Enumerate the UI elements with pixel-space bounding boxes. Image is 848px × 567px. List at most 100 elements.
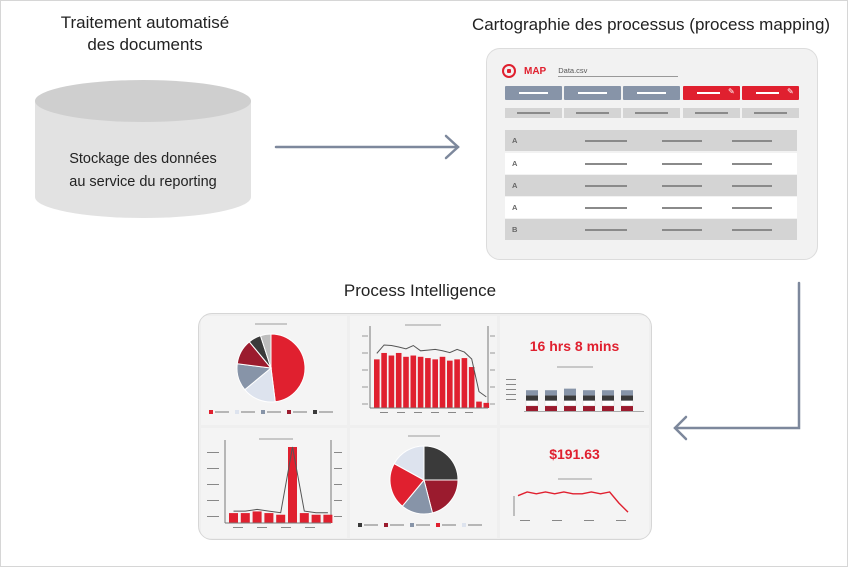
title-left-line2: des documents bbox=[87, 35, 203, 54]
stacked-bar-segment bbox=[525, 400, 539, 407]
pie-slice bbox=[423, 479, 459, 514]
panel-pie-2[interactable] bbox=[350, 428, 497, 538]
legend-swatch bbox=[287, 410, 291, 414]
legend-swatch bbox=[261, 410, 265, 414]
storage-caption: Stockage des données au service du repor… bbox=[35, 148, 251, 194]
panel-kpi-money[interactable]: $191.63 bbox=[500, 428, 649, 538]
line-chart bbox=[513, 478, 629, 521]
stacked-bar-segment bbox=[583, 395, 595, 401]
legend-line bbox=[215, 411, 229, 413]
arrow-right bbox=[274, 134, 460, 160]
legend-line bbox=[416, 524, 430, 526]
stacked-bar-segment bbox=[583, 390, 595, 396]
bar bbox=[461, 358, 468, 408]
y-tick-label bbox=[207, 484, 219, 485]
legend-swatch bbox=[436, 523, 440, 527]
map-upload-icon bbox=[502, 64, 516, 78]
y-tick-label bbox=[506, 399, 516, 400]
stacked-bar-segment bbox=[602, 395, 614, 401]
stacked-bar-segment bbox=[621, 405, 633, 411]
title-document-processing: Traitement automatisé des documents bbox=[30, 12, 260, 56]
y-tick-label bbox=[207, 468, 219, 469]
map-column-header[interactable] bbox=[564, 86, 621, 100]
bar bbox=[264, 513, 274, 523]
legend-swatch bbox=[209, 410, 213, 414]
panel-pie-1[interactable] bbox=[201, 316, 347, 425]
map-table-row[interactable]: A bbox=[505, 175, 797, 196]
x-tick-label bbox=[448, 412, 456, 413]
bar bbox=[447, 360, 453, 408]
map-table-row[interactable]: A bbox=[505, 130, 797, 151]
pie-chart-1 bbox=[209, 323, 333, 414]
map-subheader bbox=[683, 108, 740, 118]
bar bbox=[374, 359, 380, 408]
panel-bar-2[interactable] bbox=[201, 428, 347, 538]
x-tick-label bbox=[380, 412, 388, 413]
legend-swatch bbox=[358, 523, 362, 527]
stacked-bar-segment bbox=[582, 400, 596, 407]
y-tick-label bbox=[334, 516, 342, 517]
bar bbox=[417, 356, 424, 408]
stacked-bar-segment bbox=[545, 395, 557, 401]
x-tick-label bbox=[431, 412, 439, 413]
map-table-row[interactable]: A bbox=[505, 197, 797, 218]
stacked-bar-segment bbox=[526, 405, 538, 411]
title-process-intelligence: Process Intelligence bbox=[343, 281, 497, 300]
pie-slice bbox=[423, 445, 459, 481]
panel-bar-1[interactable] bbox=[350, 316, 497, 425]
chart-title-placeholder bbox=[405, 324, 441, 326]
stacked-bar-segment bbox=[583, 405, 595, 411]
x-tick-label bbox=[281, 527, 291, 528]
pie-slice bbox=[393, 445, 425, 481]
chart-title-placeholder bbox=[408, 435, 440, 437]
map-column-header-editable[interactable]: ✎ bbox=[683, 86, 740, 100]
legend-line bbox=[442, 524, 456, 526]
edit-pencil-icon[interactable]: ✎ bbox=[728, 87, 735, 96]
map-column-header[interactable] bbox=[505, 86, 562, 100]
pie-slice bbox=[259, 333, 272, 369]
map-table-row[interactable]: B bbox=[505, 219, 797, 240]
bar bbox=[483, 402, 490, 408]
map-file-field[interactable]: Data.csv bbox=[558, 66, 679, 77]
panel-kpi-time[interactable]: 16 hrs 8 mins bbox=[500, 316, 649, 425]
row-label: A bbox=[512, 159, 518, 168]
bar bbox=[476, 401, 482, 408]
legend-swatch bbox=[410, 523, 414, 527]
map-column-header[interactable] bbox=[623, 86, 680, 100]
chart-title-placeholder bbox=[255, 323, 287, 325]
bar bbox=[468, 367, 475, 408]
y-tick-label bbox=[334, 468, 342, 469]
x-tick-label bbox=[257, 527, 267, 528]
y-tick-label bbox=[207, 516, 219, 517]
chart-title-placeholder bbox=[259, 438, 293, 440]
bar bbox=[229, 513, 238, 523]
y-tick-label bbox=[207, 500, 219, 501]
pie-slice bbox=[270, 333, 306, 403]
bar bbox=[439, 356, 446, 408]
x-tick-label bbox=[397, 412, 405, 413]
bar bbox=[276, 514, 286, 523]
map-table-row[interactable]: A bbox=[505, 153, 797, 174]
stacked-bar-segment bbox=[564, 405, 576, 411]
x-tick-label bbox=[552, 520, 562, 521]
legend-line bbox=[390, 524, 404, 526]
x-tick-label bbox=[305, 527, 315, 528]
kpi-money-value: $191.63 bbox=[549, 446, 600, 462]
y-tick-label bbox=[334, 500, 342, 501]
arrow-down-left bbox=[673, 281, 801, 441]
edit-pencil-icon[interactable]: ✎ bbox=[787, 87, 794, 96]
bar-chart-2 bbox=[207, 438, 342, 528]
map-header: MAP Data.csv bbox=[502, 62, 679, 80]
map-column-header-editable[interactable]: ✎ bbox=[742, 86, 799, 100]
process-map-card: MAP Data.csv ✎ ✎ A A A A B bbox=[486, 48, 818, 260]
row-label: A bbox=[512, 203, 518, 212]
stacked-bar-chart bbox=[506, 366, 644, 412]
process-intelligence-dashboard: 16 hrs 8 mins $191.63 bbox=[198, 313, 652, 540]
legend-line bbox=[293, 411, 307, 413]
map-subheader bbox=[505, 108, 562, 118]
legend-swatch bbox=[235, 410, 239, 414]
y-tick-label bbox=[506, 379, 516, 380]
pie-chart-2 bbox=[358, 435, 482, 527]
y-tick-label bbox=[207, 452, 219, 453]
x-tick-label bbox=[465, 412, 473, 413]
